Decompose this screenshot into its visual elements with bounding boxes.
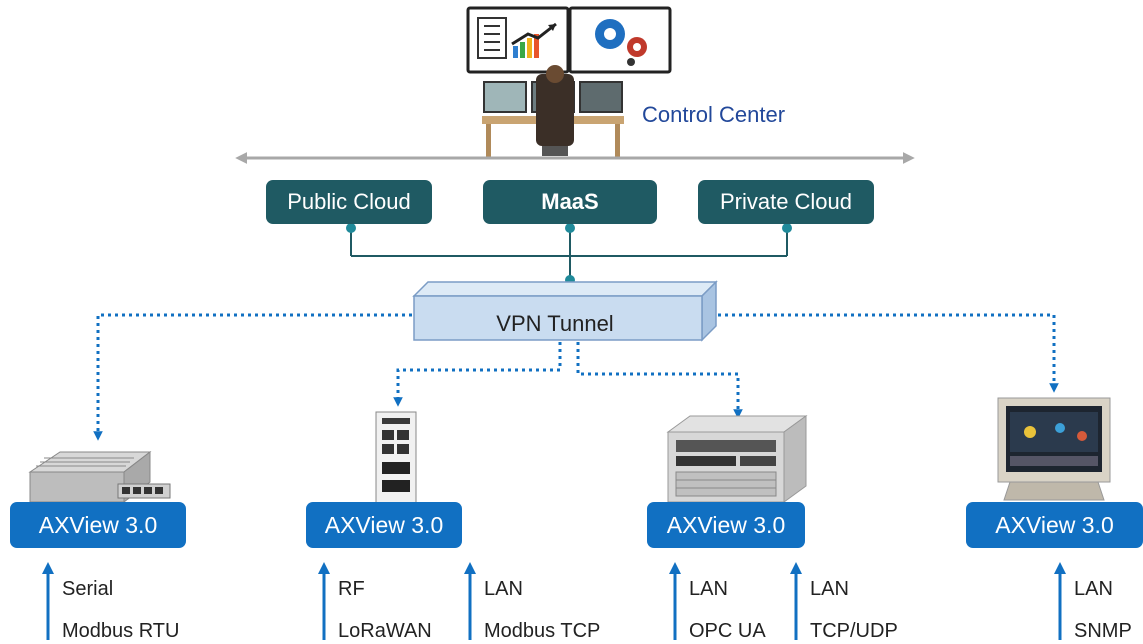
protocol-label: LAN [810,578,849,600]
vpn-dotted-links [93,313,1059,441]
protocol-label: SNMP [1074,620,1132,642]
vpn-tunnel-box [412,280,718,342]
device-2-illustration [375,411,417,505]
device-1-axview-badge: AXView 3.0 [10,502,186,548]
control-center-illustration [466,6,672,158]
device-3-axview-badge: AXView 3.0 [647,502,805,548]
device-2-axview-badge: AXView 3.0 [306,502,462,548]
protocol-label: RF [338,578,365,600]
control-center-label: Control Center [642,102,786,127]
device-3-illustration [666,415,808,503]
protocol-label: LAN [484,578,523,600]
maas-box: MaaS [483,180,657,224]
private-cloud-box: Private Cloud [698,180,874,224]
gears-icon [595,19,647,66]
vpn-tunnel-label: VPN Tunnel [496,311,614,336]
public-cloud-box: Public Cloud [266,180,432,224]
protocol-label: LoRaWAN [338,620,432,642]
device-4-illustration [997,397,1111,501]
protocol-label: Modbus RTU [62,620,180,642]
cloud-connectors [350,226,788,282]
protocol-label: Modbus TCP [484,620,601,642]
device-1-illustration [28,450,171,504]
protocol-label: TCP/UDP [810,620,898,642]
protocol-label: LAN [1074,578,1113,600]
device-4-axview-badge: AXView 3.0 [966,502,1143,548]
protocol-label: OPC UA [689,620,766,642]
checklist-chart-icon [477,17,557,59]
protocol-arrows [42,562,1066,640]
protocol-label: Serial [62,578,114,600]
protocol-label: LAN [689,578,728,600]
